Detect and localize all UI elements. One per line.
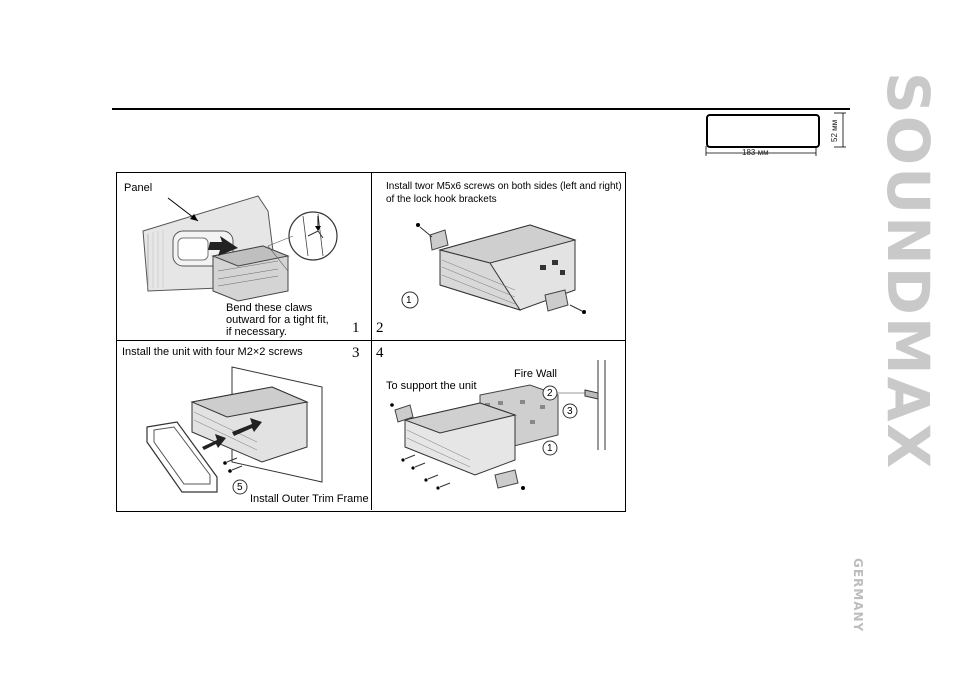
brand-sub: GERMANY: [852, 558, 864, 632]
step-3-label-install-unit: Install the unit with four M2×2 screws: [122, 346, 303, 359]
brand-logo: SOUNDMAX GERMANY: [842, 72, 932, 632]
grid-vertical-divider: [371, 172, 372, 510]
step-4-marker-1: 1: [547, 442, 553, 455]
step-3-label-trim-frame: Install Outer Trim Frame: [250, 493, 369, 506]
step-4-illustration: [380, 355, 620, 505]
unit-outline: [706, 114, 820, 148]
height-dimension-label: 52 мм: [830, 120, 839, 142]
step-4-marker-3: 3: [567, 405, 573, 418]
brand-name: SOUNDMAX: [886, 72, 930, 470]
step-3-marker: 5: [237, 481, 243, 494]
step-2-label-install: Install twor M5x6 screws on both sides (…: [386, 180, 622, 193]
grid-horizontal-divider: [116, 340, 625, 341]
step-1-label-necessary: if necessary.: [226, 326, 287, 339]
step-1-number: 1: [352, 320, 360, 337]
step-2-marker: 1: [406, 294, 412, 307]
step-4-marker-2: 2: [547, 387, 553, 400]
width-dimension-label: 183 мм: [742, 148, 769, 157]
step-3-illustration: [122, 362, 362, 492]
step-2-illustration: [380, 205, 620, 335]
step-3-number: 3: [352, 345, 360, 362]
step-2-number: 2: [376, 320, 384, 337]
top-rule: [112, 108, 850, 110]
